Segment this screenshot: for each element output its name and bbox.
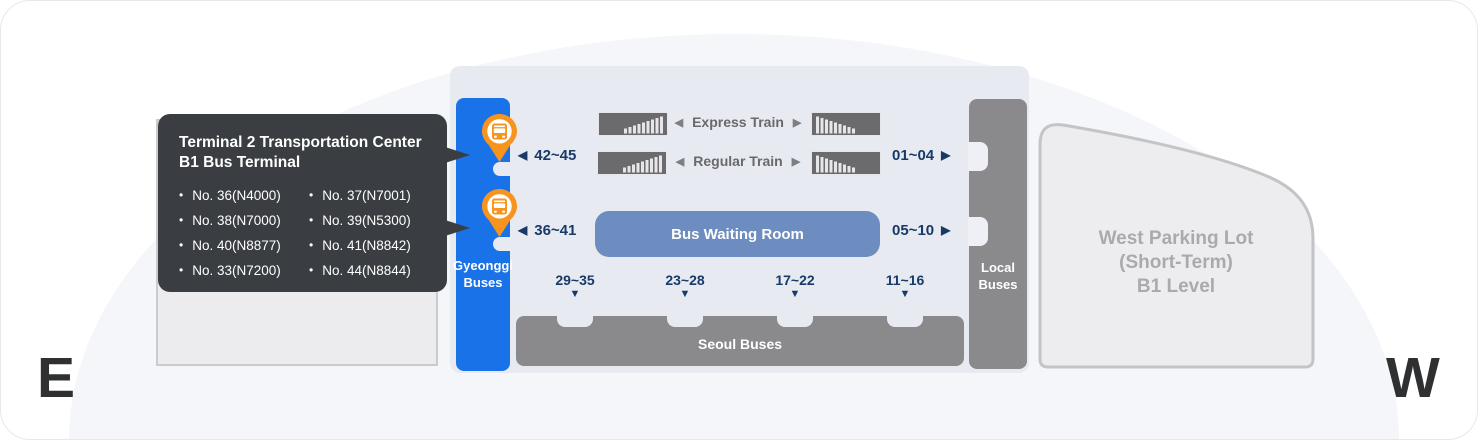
arrow-right-icon: ▶ (791, 155, 801, 168)
gate-range-label: 36~41 (534, 222, 577, 239)
arrow-left-icon: ◀ (518, 223, 528, 237)
bullet-icon: • (309, 238, 314, 252)
train-name: Regular Train (693, 153, 783, 169)
bus-number: No. 38(N7000) (192, 213, 281, 228)
bus-stop-pin-icon[interactable] (481, 113, 518, 163)
gate-range-label: 05~10 (892, 222, 935, 239)
gate-range-label: 01~04 (892, 147, 935, 164)
west-parking-lot-label: West Parking Lot (Short-Term) B1 Level (1061, 227, 1291, 299)
gate-range-29-35: 29~35 ▼ (535, 272, 615, 300)
bullet-icon: • (309, 263, 314, 277)
seoul-buses-label: Seoul Buses (697, 336, 783, 352)
local-door-notch (968, 217, 988, 246)
gate-range-01-04: 01~04 ▶ (892, 147, 950, 164)
local-buses-label: Local Buses (969, 259, 1027, 293)
escalator-down-icon (811, 112, 881, 136)
arrow-down-icon: ▼ (679, 288, 691, 300)
parking-label-line1: West Parking Lot (1098, 228, 1254, 249)
bus-number: No. 33(N7200) (192, 263, 281, 278)
tooltip-row: • No. 36(N4000) • No. 37(N7001) (179, 183, 447, 208)
gate-range-label: 29~35 (555, 272, 595, 288)
gate-range-label: 42~45 (534, 147, 577, 164)
compass-east: E (37, 346, 76, 410)
gate-range-17-22: 17~22 ▼ (755, 272, 835, 300)
tooltip-row: • No. 40(N8877) • No. 41(N8842) (179, 233, 447, 258)
train-name: Express Train (692, 114, 784, 130)
regular-train-label: ◀ Regular Train ▶ (668, 153, 808, 169)
escalator-down-icon (811, 151, 881, 175)
gate-range-05-10: 05~10 ▶ (892, 222, 950, 239)
bus-number: No. 37(N7001) (322, 188, 411, 203)
arrow-right-icon: ▶ (792, 116, 802, 129)
bus-terminal-tooltip: Terminal 2 Transportation Center B1 Bus … (158, 114, 447, 292)
bus-number: No. 39(N5300) (322, 213, 411, 228)
tooltip-title-line1: Terminal 2 Transportation Center (179, 134, 422, 151)
gyeonggi-label-line2: Buses (463, 275, 503, 290)
arrow-right-icon: ▶ (941, 148, 951, 162)
arrow-left-icon: ◀ (518, 148, 528, 162)
escalator-up-icon (598, 112, 668, 136)
gate-range-label: 11~16 (885, 272, 925, 288)
seoul-door-notch (777, 316, 813, 327)
arrow-down-icon: ▼ (789, 288, 801, 300)
gate-range-36-41: ◀ 36~41 (518, 222, 576, 239)
seoul-door-notch (667, 316, 703, 327)
seoul-door-notch (557, 316, 593, 327)
arrow-down-icon: ▼ (899, 288, 911, 300)
bus-number: No. 41(N8842) (322, 238, 411, 253)
arrow-left-icon: ◀ (675, 155, 685, 168)
gate-range-42-45: ◀ 42~45 (518, 147, 576, 164)
arrow-right-icon: ▶ (941, 223, 951, 237)
tooltip-pointer-icon (445, 147, 470, 163)
parking-label-line3: B1 Level (1136, 276, 1216, 297)
compass-west: W (1386, 346, 1440, 410)
bullet-icon: • (179, 238, 184, 252)
gate-range-label: 17~22 (775, 272, 815, 288)
gyeonggi-label-line1: Gyeonggi (453, 258, 513, 273)
bullet-icon: • (309, 213, 314, 227)
gyeonggi-door-notch (493, 237, 511, 251)
bullet-icon: • (309, 188, 314, 202)
bus-waiting-room-label: Bus Waiting Room (671, 225, 804, 243)
express-train-label: ◀ Express Train ▶ (668, 114, 808, 130)
local-label-line2: Buses (978, 277, 1018, 292)
gyeonggi-door-notch (493, 162, 511, 176)
gate-range-11-16: 11~16 ▼ (865, 272, 945, 300)
gate-range-label: 23~28 (665, 272, 705, 288)
bullet-icon: • (179, 188, 184, 202)
gyeonggi-buses-label: Gyeonggi Buses (452, 257, 514, 291)
bullet-icon: • (179, 263, 184, 277)
arrow-down-icon: ▼ (569, 288, 581, 300)
tooltip-title-line2: B1 Bus Terminal (179, 154, 301, 171)
local-label-line1: Local (981, 260, 1015, 275)
west-parking-lot-shape (1038, 123, 1315, 369)
parking-label-line2: (Short-Term) (1119, 252, 1233, 273)
bus-waiting-room: Bus Waiting Room (595, 211, 880, 257)
tooltip-row: • No. 38(N7000) • No. 39(N5300) (179, 208, 447, 233)
gate-range-23-28: 23~28 ▼ (645, 272, 725, 300)
tooltip-row: • No. 33(N7200) • No. 44(N8844) (179, 258, 447, 283)
arrow-left-icon: ◀ (674, 116, 684, 129)
seoul-door-notch (887, 316, 923, 327)
bus-number: No. 36(N4000) (192, 188, 281, 203)
tooltip-pointer-icon (445, 220, 470, 236)
bus-number: No. 44(N8844) (322, 263, 411, 278)
bus-stop-pin-icon[interactable] (481, 188, 518, 238)
bullet-icon: • (179, 213, 184, 227)
local-door-notch (968, 142, 988, 171)
bus-number: No. 40(N8877) (192, 238, 281, 253)
escalator-up-icon (597, 151, 667, 175)
